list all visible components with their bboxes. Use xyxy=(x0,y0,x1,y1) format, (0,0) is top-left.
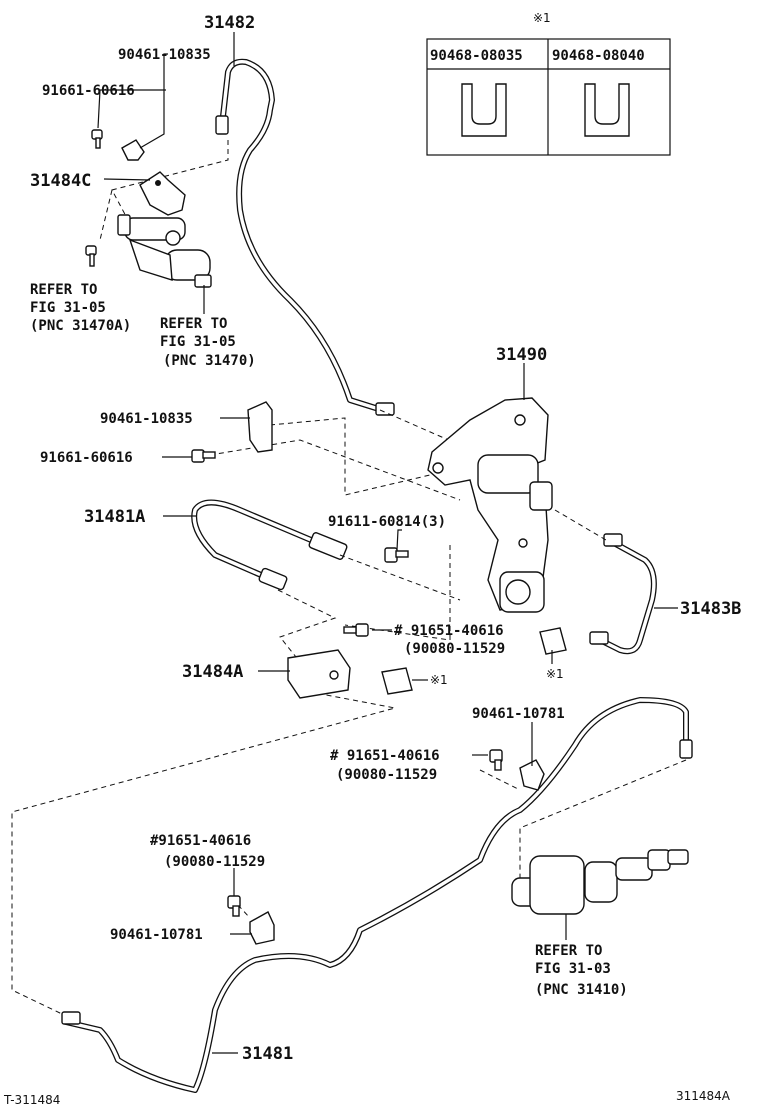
label-90080-11529-c: (90080-11529 xyxy=(164,854,265,870)
inset-col1-header: 90468-08035 xyxy=(430,48,523,64)
inset-col2-header: 90468-08040 xyxy=(552,48,645,64)
bolt-left-slave xyxy=(85,245,97,267)
label-90461-10781-b: 90461-10781 xyxy=(110,927,203,943)
pipe-31483B xyxy=(589,533,657,655)
inset-mark: ※1 xyxy=(533,11,551,25)
bolt-91651-a xyxy=(343,623,369,637)
u-clip-icon-b xyxy=(584,83,630,137)
master-cylinder xyxy=(511,849,689,915)
label-91651-40616-a: # 91651-40616 xyxy=(394,623,504,639)
label-31481: 31481 xyxy=(242,1044,293,1064)
clip-inset-table: ※1 90468-08035 90468-08040 xyxy=(426,11,671,156)
label-31483B: 31483B xyxy=(680,599,741,619)
bracket-31484A xyxy=(287,649,351,699)
bracket-31490-assembly xyxy=(427,397,553,613)
label-90461-10781-a: 90461-10781 xyxy=(472,706,565,722)
label-31484C: 31484C xyxy=(30,171,91,191)
label-31482: 31482 xyxy=(204,13,255,33)
bolt-91611-60814 xyxy=(384,547,409,563)
leader-lines xyxy=(97,32,678,1054)
refer-c-line3: (PNC 31410) xyxy=(535,982,628,998)
label-91611-60814: 91611-60814(3) xyxy=(328,514,446,530)
clip-a xyxy=(381,667,413,695)
refer-a-line1: REFER TO xyxy=(30,282,97,298)
bolt-91661-mid xyxy=(191,449,216,463)
refer-a-line2: FIG 31-05 xyxy=(30,300,106,316)
label-90080-11529-a: (90080-11529 xyxy=(404,641,505,657)
pipe-31482 xyxy=(215,58,395,416)
refer-c-line2: FIG 31-03 xyxy=(535,961,611,977)
bracket-90461-10781-a xyxy=(519,759,545,791)
bracket-90461-mid xyxy=(247,401,273,453)
bolt-91651-b xyxy=(489,749,503,771)
label-90461-10835-mid: 90461-10835 xyxy=(100,411,193,427)
label-91651-40616-b: # 91651-40616 xyxy=(330,748,440,764)
label-31481A: 31481A xyxy=(84,507,145,527)
clip-b xyxy=(539,627,567,655)
hose-31481A xyxy=(191,499,348,591)
label-91661-60616-mid: 91661-60616 xyxy=(40,450,133,466)
label-91651-40616-c: #91651-40616 xyxy=(150,833,251,849)
refer-b-line3: (PNC 31470) xyxy=(163,353,256,369)
refer-b-line1: REFER TO xyxy=(160,316,227,332)
bracket-90461-10781-b xyxy=(249,911,275,945)
refer-b-line2: FIG 31-05 xyxy=(160,334,236,350)
mark-clip-b: ※1 xyxy=(546,667,564,681)
bolt-91651-c xyxy=(227,895,241,917)
footer-right: 311484A xyxy=(676,1089,731,1103)
u-clip-icon-a xyxy=(461,83,507,137)
label-90080-11529-b: (90080-11529 xyxy=(336,767,437,783)
label-91661-60616-top: 91661-60616 xyxy=(42,83,135,99)
mark-clip-a: ※1 xyxy=(430,673,448,687)
footer-left: T-311484 xyxy=(3,1093,60,1107)
slave-cylinder-assembly xyxy=(117,171,212,288)
refer-c-line1: REFER TO xyxy=(535,943,602,959)
bracket-90461-top xyxy=(121,139,145,161)
label-31484A: 31484A xyxy=(182,662,243,682)
bolt-91661-top xyxy=(91,129,103,149)
label-31490: 31490 xyxy=(496,345,547,365)
pipe-31481 xyxy=(61,697,693,1093)
refer-a-line3: (PNC 31470A) xyxy=(30,318,131,334)
label-90461-10835-top: 90461-10835 xyxy=(118,47,211,63)
